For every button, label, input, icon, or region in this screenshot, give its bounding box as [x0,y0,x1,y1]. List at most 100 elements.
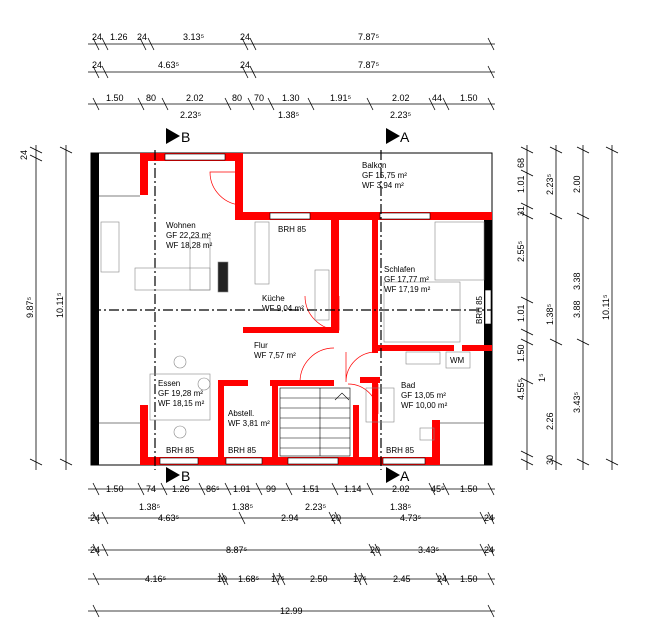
dim-top-2: 24 [92,60,102,70]
dim-right-2: 3.43⁵ [572,391,582,413]
brh-label: BRH 85 [228,446,257,455]
dim-right-1: 1⁵ [537,373,547,382]
room-name-schlafen: Schlafen [384,265,415,274]
window [159,457,199,465]
dim-top-2: 4.63⁵ [158,60,180,70]
washing-machine [445,351,471,369]
sofa [189,237,211,291]
room-name-bad: Bad [401,381,415,390]
wall [372,380,378,460]
section-label-b-bottom: B [181,468,190,484]
dim-bottom-1: 86⁵ [206,484,220,494]
window [382,457,426,465]
dimension-text-left: 24 9.87⁵ 10.11⁵ [19,150,65,318]
sofa [134,267,211,291]
section-markers: B A B A [166,128,410,484]
brh-label: BRH 85 [278,225,307,234]
room-wf-balkon: WF 3,94 m² [362,181,404,190]
door-swing [347,383,379,415]
chair [173,355,187,369]
wall [272,380,278,465]
wardrobe [434,221,485,281]
dim-bottom-1: 1.50 [106,484,124,494]
dimension-text-right: 68 1.01 31 2.55⁵ 1.01 1.50 1⁵ 4.55⁵ 2.26… [516,158,611,465]
dim-right-1: 31 [516,206,526,216]
dim-top-2: 7.87⁵ [358,60,380,70]
wall [462,345,492,351]
dim-bottom-1: 45⁵ [431,484,445,494]
room-gf-wohnen: GF 22,23 m² [166,231,211,240]
dim-bottom-2: 24 [484,513,494,523]
door-swing [209,171,244,206]
dim-top-3: 80 [232,93,242,103]
door-swing [299,347,335,383]
dining-table [149,373,211,421]
dim-left: 24 [19,150,29,160]
room-name-kueche: Küche [262,294,285,303]
dim-top-2: 24 [240,60,250,70]
dim-top-1: 24 [137,32,147,42]
dim-bottom-4: 4.16⁵ [145,574,167,584]
dim-top-3: 1.91⁵ [330,93,352,103]
dim-top-3: 2.02 [186,93,204,103]
dim-right-1: 1.50 [516,344,526,362]
wall [372,345,454,351]
room-name-essen: Essen [158,379,180,388]
wall [372,218,378,353]
dim-top-1: 3.13⁵ [183,32,205,42]
room-name-balkon: Balkon [362,161,386,170]
section-lines [91,150,492,470]
section-arrow-icon [386,128,400,144]
room-gf-bad: GF 13,05 m² [401,391,446,400]
dim-bottom-2: 20 [331,513,341,523]
dim-bottom-1: 1.14 [344,484,362,494]
dim-top-3: 70 [254,93,264,103]
wall [432,420,440,465]
dim-bottom-1: 1.51 [302,484,320,494]
wall [218,380,224,465]
wall [235,153,243,215]
dim-bottom-1-sub: 1.38⁵ [232,502,254,512]
dim-top-3: 80 [146,93,156,103]
brh-label: BRH 85 [386,446,415,455]
dim-bottom-3: 24 [484,545,494,555]
dim-bottom-1-sub: 2.23⁵ [305,502,327,512]
sink [405,351,441,365]
dim-bottom-1: 1.50 [460,484,478,494]
window [269,212,311,220]
chair [173,425,187,439]
bed [383,281,461,343]
window [379,212,431,220]
dim-right-3: 3.88 [572,300,582,318]
furniture [100,221,485,441]
doors [209,171,379,415]
dim-right-1: 1.01 [516,304,526,322]
door-swing [304,295,340,331]
dim-right-1: 2.55⁵ [516,240,526,262]
dim-bottom-2: 2.94 [281,513,299,523]
dim-left: 10.11⁵ [55,292,65,318]
wall [331,215,339,330]
wall [218,380,248,386]
wall [360,377,380,383]
stove [217,261,229,293]
dim-bottom-1: 74 [146,484,156,494]
room-name-abstell: Abstell. [228,409,254,418]
dim-bottom-4: 1.50 [460,574,478,584]
room-labels: Balkon GF 15,75 m² WF 3,94 m² Wohnen GF … [158,161,484,455]
dim-bottom-4: 17⁵ [353,574,367,584]
toilet [419,427,435,441]
room-wf-bad: WF 10,00 m² [401,401,448,410]
wall [140,153,148,195]
room-wf-wohnen: WF 18,28 m² [166,241,213,250]
dimension-lines [29,37,619,618]
wall [270,380,334,386]
window [287,457,339,465]
dim-top-1: 24 [240,32,250,42]
dim-top-1: 1.26 [110,32,128,42]
shower [365,387,395,423]
dim-top-3: 1.50 [106,93,124,103]
dim-bottom-3: 8.87⁵ [226,545,248,555]
dim-right-1: 30 [545,455,555,465]
windows [159,153,492,465]
